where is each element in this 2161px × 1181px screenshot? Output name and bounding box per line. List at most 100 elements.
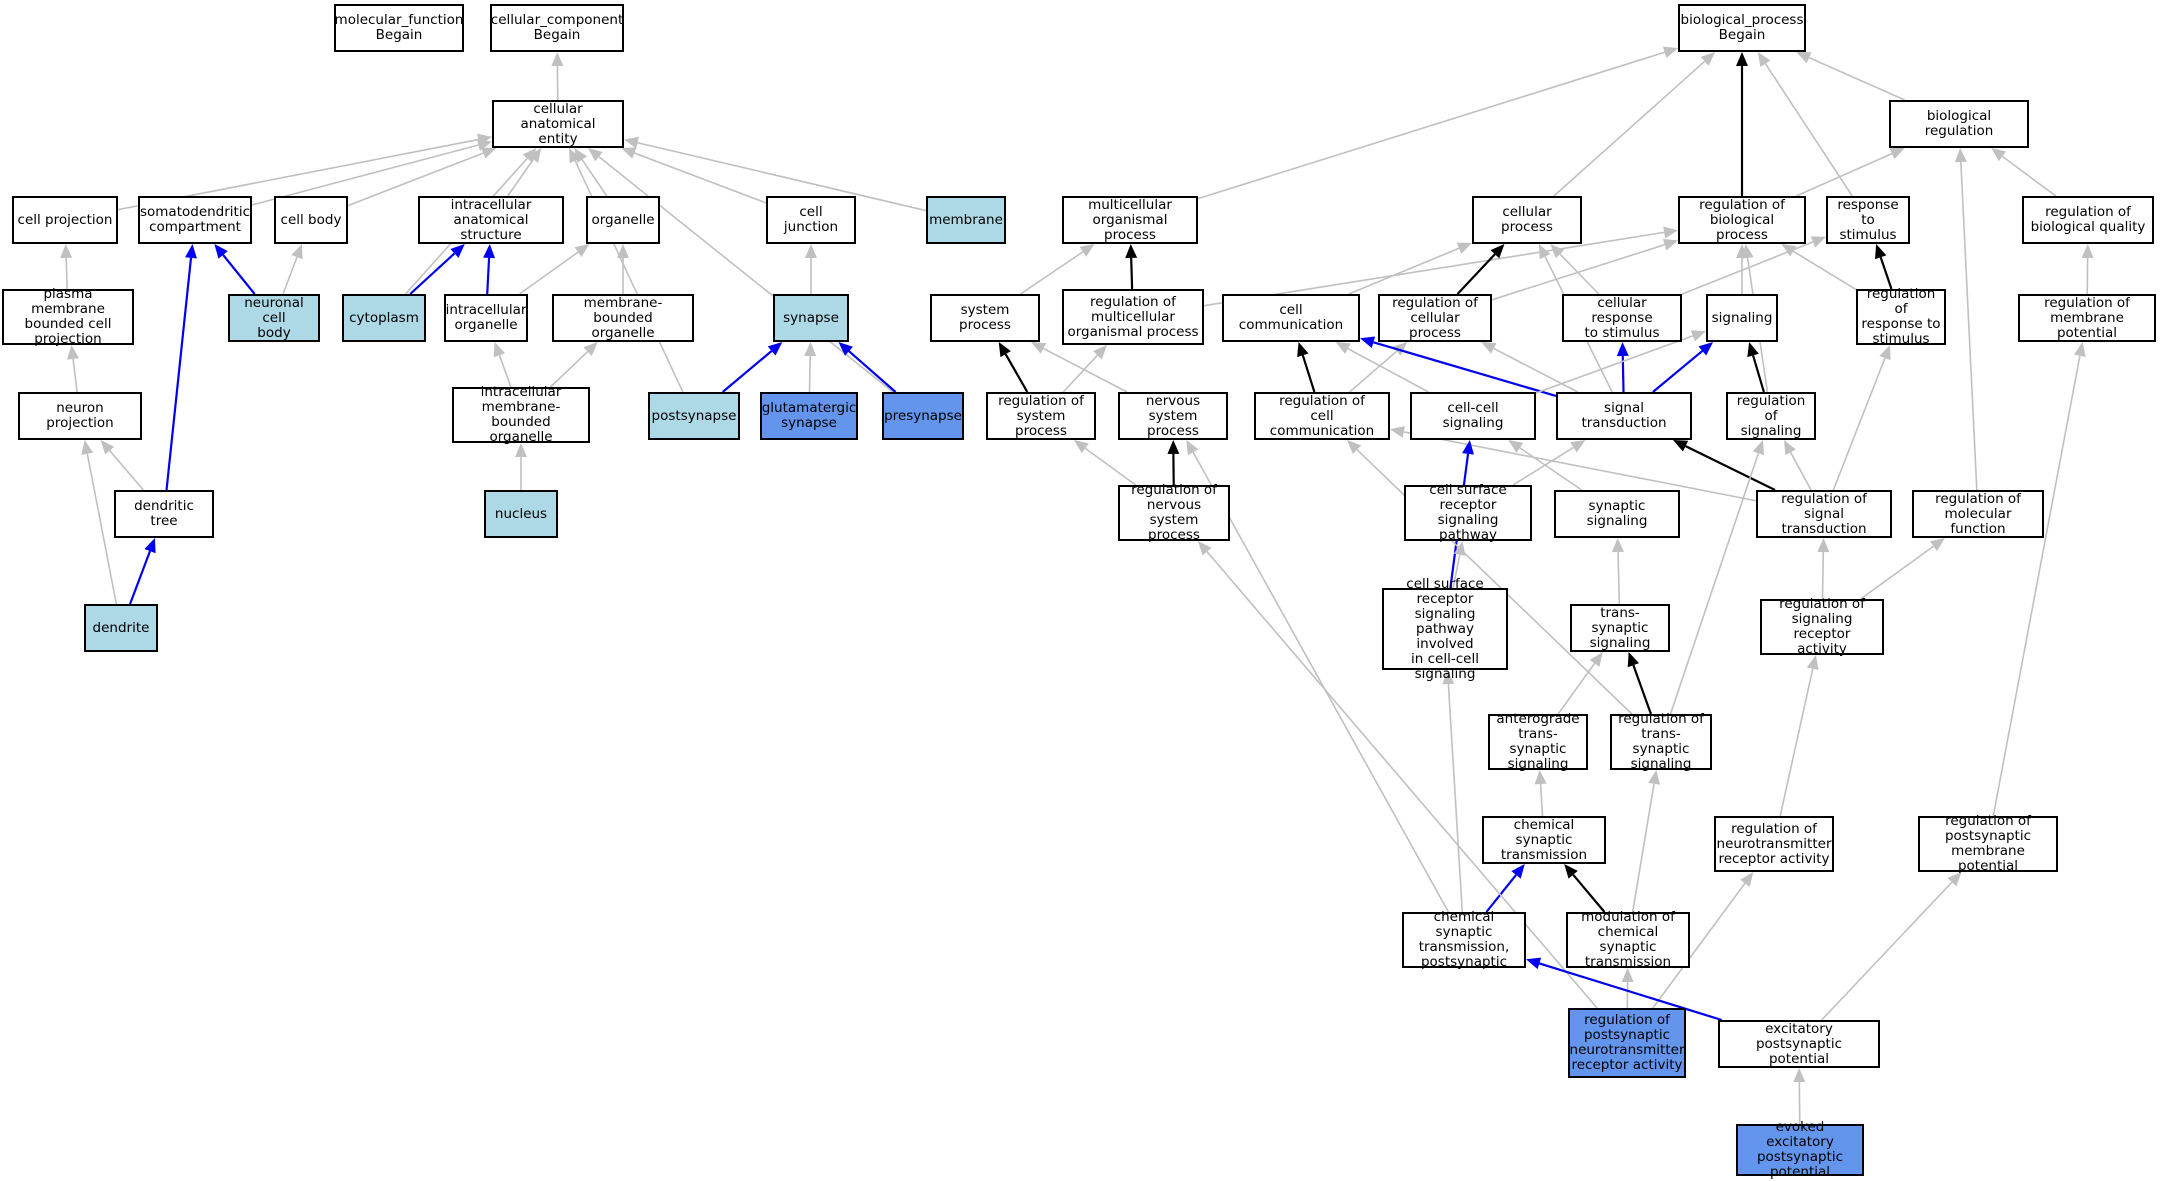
node-cytoplasm[interactable]: cytoplasm: [342, 294, 426, 342]
node-excitatory-postsynaptic-potential[interactable]: excitatory postsynaptic potential: [1718, 1020, 1880, 1068]
node-intracellular-organelle[interactable]: intracellular organelle: [444, 294, 528, 342]
edge-ccs-to-signaling: [1535, 335, 1694, 394]
edge-arrowhead-mcst-to-rtss: [1648, 770, 1660, 785]
edge-postsyn-to-synapse: [721, 350, 773, 393]
node-biological-process[interactable]: biological_process Begain: [1678, 4, 1806, 52]
node-regulation-of-response-to-stimulus[interactable]: regulation of response to stimulus: [1856, 287, 1946, 347]
edge-st-to-ccomm: [1373, 341, 1557, 398]
edge-arrowhead-synsig-to-ccs: [1508, 440, 1524, 453]
edge-arrowhead-rpnra-to-rnsp: [1197, 541, 1212, 556]
node-cellular-response-to-stimulus[interactable]: cellular response to stimulus: [1562, 294, 1682, 342]
node-regulation-of-system-process[interactable]: regulation of system process: [986, 392, 1096, 440]
edge-rnra-to-rsra: [1779, 668, 1814, 817]
node-dendrite[interactable]: dendrite: [84, 604, 158, 652]
node-regulation-of-postsynaptic-neurotransmitter-receptor-activity[interactable]: regulation of postsynaptic neurotransmit…: [1568, 1008, 1686, 1078]
node-evoked-excitatory-postsynaptic-potential[interactable]: evoked excitatory postsynaptic potential: [1736, 1120, 1864, 1180]
edge-arrowhead-st-to-ccomm: [1360, 336, 1376, 349]
node-biological-regulation[interactable]: biological regulation: [1889, 100, 2029, 148]
edge-arrowhead-cst-to-atss: [1534, 770, 1547, 785]
node-somatodendritic-compartment[interactable]: somatodendritic compartment: [138, 196, 252, 244]
node-regulation-of-cellular-process[interactable]: regulation of cellular process: [1378, 294, 1492, 342]
node-regulation-of-postsynaptic-membrane-potential[interactable]: regulation of postsynaptic membrane pote…: [1918, 814, 2058, 874]
node-molecular-function[interactable]: molecular_function Begain: [334, 4, 464, 52]
edge-arrowhead-synapse-to-cjunc: [805, 244, 817, 258]
node-cell-junction[interactable]: cell junction: [766, 196, 856, 244]
node-cellular-process[interactable]: cellular process: [1472, 196, 1582, 244]
node-response-to-stimulus[interactable]: response to stimulus: [1826, 196, 1910, 244]
node-anterograde-trans-synaptic-signaling[interactable]: anterograde trans-synaptic signaling: [1488, 712, 1588, 772]
node-synapse[interactable]: synapse: [773, 294, 849, 342]
edge-rtss-to-rsig: [1669, 453, 1760, 715]
node-membrane-bounded-organelle[interactable]: membrane-bounded organelle: [552, 294, 694, 342]
node-system-process[interactable]: system process: [930, 294, 1040, 342]
edge-arrowhead-csrspcc-to-ccs: [1462, 440, 1474, 455]
node-cell-communication[interactable]: cell communication: [1222, 294, 1360, 342]
node-regulation-of-signaling-receptor-activity[interactable]: regulation of signaling receptor activit…: [1760, 597, 1884, 657]
node-regulation-of-signal-transduction[interactable]: regulation of signal transduction: [1756, 490, 1892, 538]
node-regulation-of-trans-synaptic-signaling[interactable]: regulation of trans-synaptic signaling: [1610, 712, 1712, 772]
node-chemical-synaptic-transmission-postsynaptic[interactable]: chemical synaptic transmission, postsyna…: [1402, 910, 1526, 970]
edge-arrowhead-postsyn-to-synapse: [767, 342, 783, 356]
edge-synsig-to-ccs: [1519, 447, 1583, 491]
node-plasma-membrane-bounded-cell-projection[interactable]: plasma membrane bounded cell projection: [2, 287, 134, 347]
edge-arrowhead-rpnra-to-rnra: [1740, 872, 1754, 887]
edge-rnsp-to-rsp: [1084, 447, 1137, 486]
edge-cproc-to-bp: [1553, 60, 1706, 197]
edge-arrowhead-cyto-to-ias: [450, 244, 465, 258]
node-regulation-of-cell-communication[interactable]: regulation of cell communication: [1254, 392, 1390, 440]
edge-arrowhead-rcc-to-ccomm: [1297, 342, 1309, 358]
node-neuronal-cell-body[interactable]: neuronal cell body: [228, 294, 320, 342]
node-modulation-of-chemical-synaptic-transmission[interactable]: modulation of chemical synaptic transmis…: [1566, 910, 1690, 970]
node-regulation-of-neurotransmitter-receptor-activity[interactable]: regulation of neurotransmitter receptor …: [1714, 816, 1834, 872]
node-cellular-anatomical-entity[interactable]: cellular anatomical entity: [492, 100, 624, 148]
edge-dendrite-to-nproj: [86, 453, 118, 605]
node-nervous-system-process[interactable]: nervous system process: [1118, 392, 1228, 440]
node-dendritic-tree[interactable]: dendritic tree: [114, 490, 214, 538]
node-neuron-projection[interactable]: neuron projection: [18, 392, 142, 440]
node-presynapse[interactable]: presynapse: [882, 392, 964, 440]
node-regulation-of-signaling[interactable]: regulation of signaling: [1726, 392, 1816, 440]
node-postsynapse[interactable]: postsynapse: [648, 392, 740, 440]
edge-rrs-to-rts: [1879, 256, 1893, 290]
edge-arrowhead-rtss-to-rsig: [1752, 440, 1765, 456]
node-chemical-synaptic-transmission[interactable]: chemical synaptic transmission: [1482, 816, 1606, 864]
edge-imbo-to-io: [498, 354, 512, 388]
node-trans-synaptic-signaling[interactable]: trans-synaptic signaling: [1570, 604, 1670, 652]
edge-membrane-to-cae: [637, 141, 927, 212]
edge-io-to-organelle: [519, 251, 579, 295]
node-multicellular-organismal-process[interactable]: multicellular organismal process: [1062, 196, 1198, 244]
node-regulation-of-multicellular-organismal-process[interactable]: regulation of multicellular organismal p…: [1062, 289, 1204, 345]
node-signal-transduction[interactable]: signal transduction: [1556, 392, 1692, 440]
node-cell-cell-signaling[interactable]: cell-cell signaling: [1410, 392, 1536, 440]
node-synaptic-signaling[interactable]: synaptic signaling: [1554, 490, 1680, 538]
edge-arrowhead-rpnra-to-mcst: [1621, 968, 1634, 983]
node-regulation-of-biological-quality[interactable]: regulation of biological quality: [2022, 196, 2154, 244]
node-cell-surface-receptor-signaling-pathway-cell-cell[interactable]: cell surface receptor signaling pathway …: [1382, 576, 1508, 681]
edge-arrowhead-rst-to-st: [1672, 440, 1689, 452]
node-cell-body[interactable]: cell body: [274, 196, 348, 244]
edge-epp-to-cstp: [1539, 962, 1723, 1022]
node-regulation-of-biological-process[interactable]: regulation of biological process: [1678, 196, 1806, 244]
node-intracellular-membrane-bounded-organelle[interactable]: intracellular membrane-bounded organelle: [452, 385, 590, 445]
node-regulation-of-membrane-potential[interactable]: regulation of membrane potential: [2018, 294, 2156, 342]
edge-arrowhead-rsp-to-sysproc: [998, 342, 1011, 358]
edge-arrowhead-dtree-to-somato: [185, 244, 197, 259]
edge-organelle-to-cae: [581, 159, 608, 197]
edge-arrowhead-imbo-to-mbo: [583, 342, 598, 356]
node-organelle[interactable]: organelle: [586, 196, 660, 244]
node-intracellular-anatomical-structure[interactable]: intracellular anatomical structure: [418, 196, 564, 244]
edge-arrowhead-pmbcp-to-cproj: [60, 244, 73, 259]
edge-ncb-to-cbody: [282, 256, 298, 295]
node-glutamatergic-synapse[interactable]: glutamatergic synapse: [760, 392, 858, 440]
node-cell-surface-receptor-signaling-pathway[interactable]: cell surface receptor signaling pathway: [1404, 483, 1532, 543]
edge-arrowhead-epp-to-cstp: [1526, 957, 1542, 970]
node-regulation-of-molecular-function[interactable]: regulation of molecular function: [1912, 490, 2044, 538]
edge-arrowhead-rsig-to-rbp: [1741, 244, 1754, 259]
node-cell-projection[interactable]: cell projection: [12, 196, 118, 244]
node-membrane[interactable]: membrane: [926, 196, 1006, 244]
edge-arrowhead-ccs-to-ccomm: [1335, 342, 1351, 354]
node-nucleus[interactable]: nucleus: [484, 490, 558, 538]
node-cellular-component[interactable]: cellular_component Begain: [490, 4, 624, 52]
node-signaling[interactable]: signaling: [1706, 294, 1778, 342]
node-regulation-of-nervous-system-process[interactable]: regulation of nervous system process: [1118, 483, 1230, 543]
